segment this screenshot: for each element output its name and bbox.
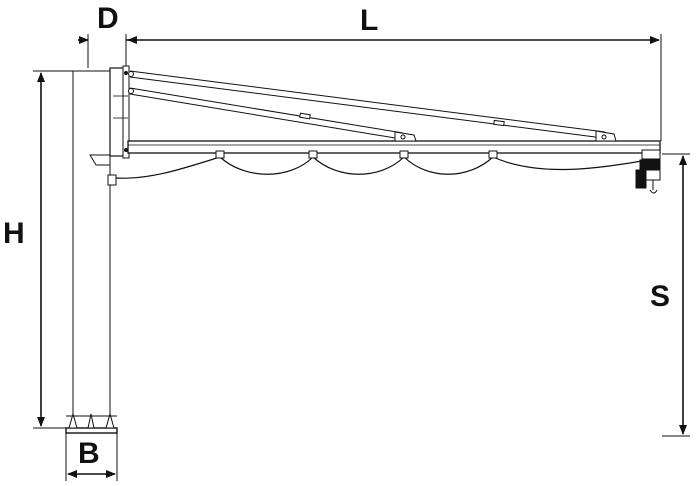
- jib-boom: [127, 140, 661, 154]
- label-s: S: [650, 280, 670, 313]
- tie-rods: [128, 70, 617, 142]
- festoon-trolleys: [215, 150, 498, 159]
- column-pillar: [72, 65, 130, 417]
- electric-hoist: [635, 149, 661, 194]
- label-d: D: [97, 2, 119, 35]
- dimension-lines: [33, 34, 690, 481]
- label-b: B: [78, 437, 100, 470]
- label-h: H: [3, 217, 25, 250]
- festoon-cable: [115, 156, 649, 179]
- label-l: L: [360, 4, 378, 37]
- base-plate: [65, 412, 118, 434]
